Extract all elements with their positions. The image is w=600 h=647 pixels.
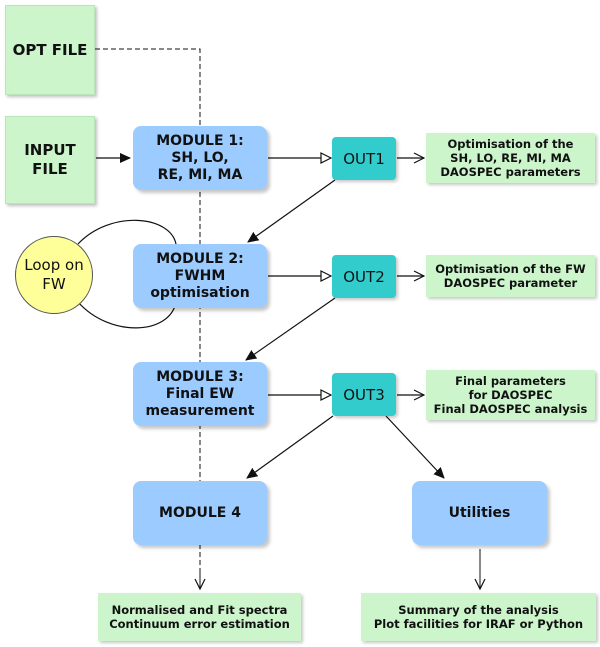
result-2-box: Optimisation of the FW DAOSPEC parameter: [426, 255, 595, 297]
out2-box: OUT2: [332, 255, 396, 298]
module-4-box: MODULE 4: [133, 481, 267, 545]
result-5-box: Summary of the analysis Plot facilities …: [361, 593, 596, 641]
input-file-label: INPUT FILE: [24, 141, 76, 178]
loop-circle: Loop on FW: [15, 236, 93, 314]
result-3-box: Final parameters for DAOSPEC Final DAOSP…: [426, 370, 595, 420]
result-5-text: Summary of the analysis Plot facilities …: [373, 603, 584, 631]
out1-label: OUT1: [343, 149, 385, 168]
result-4-box: Normalised and Fit spectra Continuum err…: [98, 593, 301, 641]
result-2-text: Optimisation of the FW DAOSPEC parameter: [435, 262, 586, 290]
out3-to-module4-arrow: [247, 415, 334, 478]
out2-label: OUT2: [343, 267, 385, 286]
module-3-box: MODULE 3: Final EW measurement: [133, 362, 267, 426]
result-1-text: Optimisation of the SH, LO, RE, MI, MA D…: [440, 137, 581, 179]
module-2-label: MODULE 2: FWHM optimisation: [150, 250, 250, 301]
utilities-box: Utilities: [412, 481, 547, 545]
loop-label: Loop on FW: [24, 256, 84, 293]
out3-to-utilities-arrow: [385, 415, 444, 478]
result-4-text: Normalised and Fit spectra Continuum err…: [109, 603, 290, 631]
opt-file-box: OPT FILE: [5, 5, 95, 95]
module-1-box: MODULE 1: SH, LO, RE, MI, MA: [133, 126, 267, 190]
out1-box: OUT1: [332, 137, 396, 180]
out2-to-module3-arrow: [246, 297, 336, 360]
out3-box: OUT3: [332, 373, 396, 416]
loop-connector: [77, 219, 177, 329]
opt-file-label: OPT FILE: [12, 41, 88, 59]
input-file-box: INPUT FILE: [5, 116, 95, 204]
utilities-label: Utilities: [448, 504, 511, 521]
module-3-label: MODULE 3: Final EW measurement: [145, 368, 255, 419]
result-3-text: Final parameters for DAOSPEC Final DAOSP…: [433, 374, 588, 416]
module-4-label: MODULE 4: [159, 504, 241, 521]
out1-to-module2-arrow: [248, 179, 336, 242]
module-1-label: MODULE 1: SH, LO, RE, MI, MA: [156, 132, 244, 183]
result-1-box: Optimisation of the SH, LO, RE, MI, MA D…: [426, 133, 595, 183]
out3-label: OUT3: [343, 385, 385, 404]
module-2-box: MODULE 2: FWHM optimisation: [133, 244, 267, 308]
